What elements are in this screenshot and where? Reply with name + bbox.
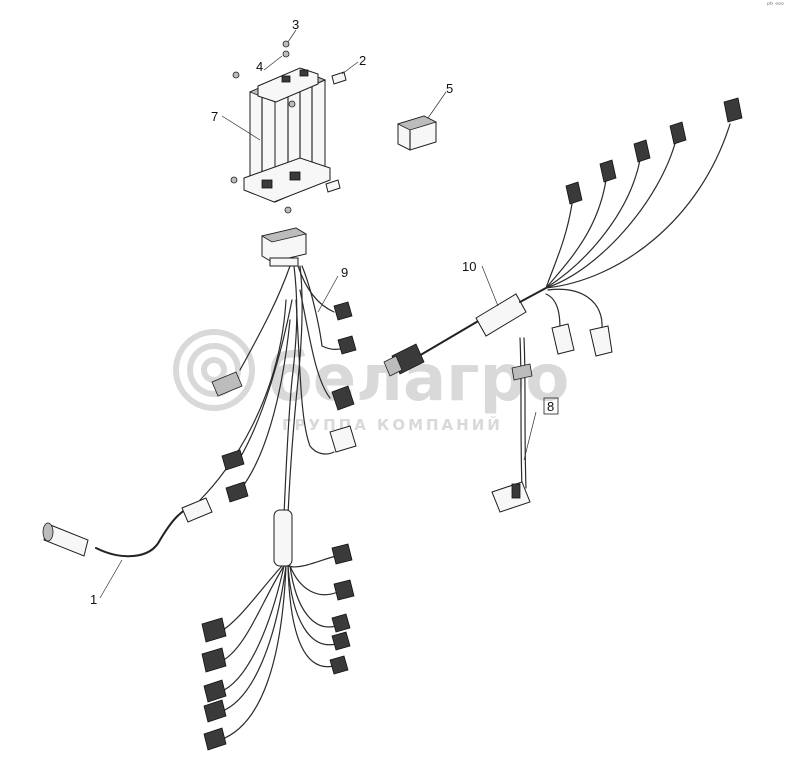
harness-9 [199,265,345,516]
harness-9-connectors [211,301,357,503]
corner-mark: ᵖᵇ ᵒᵒᵒ [767,1,784,9]
callouts: 1 2 3 4 5 7 8 9 10 [90,17,559,607]
leader-9 [317,275,339,313]
harness-10 [383,123,731,377]
leader-4 [263,55,283,71]
relay-block [396,115,438,151]
callout-2: 2 [359,53,366,68]
watermark-logo-icon [173,329,255,411]
harness-1 [42,497,213,558]
leader-2 [341,61,359,75]
leader-7 [221,115,261,141]
harness-10-connectors [551,97,743,357]
main-harness-connector [260,227,308,267]
harness-8 [491,337,533,513]
leader-8 [523,411,537,461]
leader-lines [99,29,537,599]
leader-5 [427,91,447,119]
callout-9: 9 [341,265,348,280]
screw-fasteners [230,40,347,214]
callout-5: 5 [446,81,453,96]
lower-bundle [219,509,339,741]
callout-1: 1 [90,592,97,607]
callout-3: 3 [292,17,299,32]
callout-8-box [543,397,559,415]
callout-10: 10 [462,259,476,274]
watermark-subtitle: ГРУППА КОМПАНИЙ [282,415,503,434]
leader-10 [481,265,499,307]
leader-1 [99,559,123,599]
callout-7: 7 [211,109,218,124]
callout-4: 4 [256,59,263,74]
control-unit [243,67,331,203]
lower-bundle-connectors [201,543,355,751]
leader-3 [287,29,297,43]
callout-8: 8 [547,399,554,414]
